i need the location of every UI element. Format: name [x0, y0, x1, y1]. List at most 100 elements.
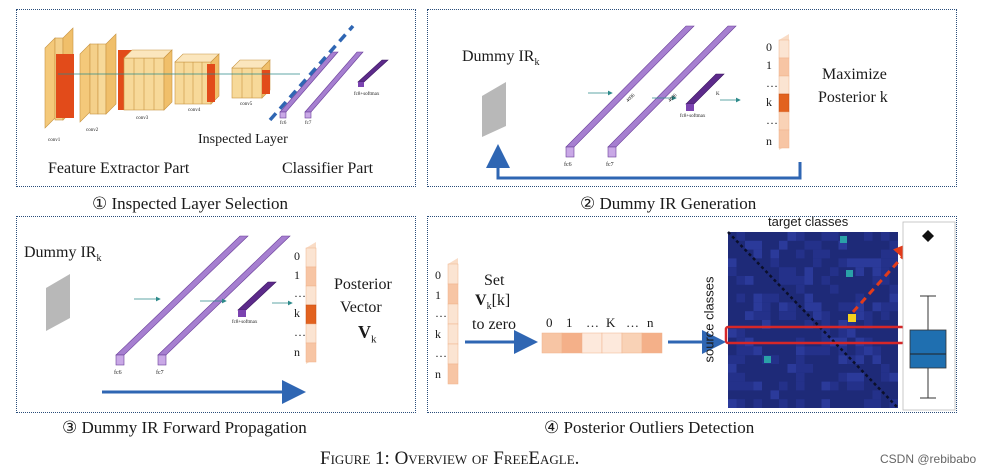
heat-cell	[830, 232, 839, 241]
heat-cell	[864, 232, 873, 241]
panel4-caption: ④ Posterior Outliers Detection	[544, 418, 755, 437]
heat-cell	[872, 355, 881, 364]
heat-cell	[753, 346, 762, 356]
heat-cell	[864, 311, 873, 320]
heat-cell	[753, 249, 762, 259]
heat-cell	[796, 346, 805, 356]
heat-cell	[728, 399, 737, 408]
vec2-label-2: …	[766, 76, 778, 90]
heat-cell	[779, 276, 788, 285]
posterior-heatmap	[724, 231, 906, 409]
heat-cell	[770, 258, 779, 268]
conv1-block	[44, 37, 56, 129]
heat-cell	[728, 364, 737, 373]
heat-cell	[779, 267, 788, 276]
heat-cell	[847, 320, 856, 329]
heat-cell	[881, 258, 890, 268]
heat-cell	[753, 399, 762, 408]
heat-cell	[736, 276, 745, 285]
heat-cell	[745, 311, 754, 320]
heat-cell	[753, 240, 762, 250]
heat-cell	[838, 346, 847, 356]
vec2-label-0: 0	[766, 40, 772, 54]
heat-cell	[889, 399, 898, 408]
vec4-label-1: 1	[435, 288, 441, 302]
row-label-0: 0	[546, 315, 553, 330]
row-label-2: …	[586, 315, 599, 330]
heat-cell	[821, 346, 830, 356]
heat-cell	[728, 267, 737, 276]
fc7-label-3: fc7	[156, 370, 164, 376]
vec3-label-3: k	[294, 306, 300, 320]
heat-cell	[787, 232, 796, 241]
vec3-label-1: 1	[294, 268, 300, 282]
heat-cell	[779, 381, 788, 391]
posterior-vector-panel4	[447, 258, 459, 385]
heat-cell	[855, 258, 864, 268]
heat-cell	[736, 381, 745, 391]
heat-cell	[736, 372, 745, 382]
heat-cell	[821, 320, 830, 329]
heat-cell	[889, 372, 898, 382]
conv3-label: conv3	[136, 116, 149, 121]
dummy-ir-label-3: Dummy IRk	[24, 244, 102, 265]
heat-cell	[830, 381, 839, 391]
outlier-marker	[922, 230, 934, 242]
vec4-label-0: 0	[435, 268, 441, 282]
panel1-caption: ① Inspected Layer Selection	[92, 194, 289, 213]
heat-cell	[821, 232, 830, 241]
heat-cell	[736, 232, 745, 241]
heat-cell	[804, 346, 813, 356]
heat-cell	[745, 346, 754, 356]
inspected-layer-label: Inspected Layer	[198, 132, 288, 147]
fc-layers-panel3	[115, 235, 293, 366]
conv-stack	[44, 27, 300, 129]
heat-cell	[728, 328, 737, 338]
heat-cell	[728, 258, 737, 268]
heat-cell	[855, 372, 864, 382]
heat-cell	[821, 381, 830, 391]
heat-cell	[779, 240, 788, 250]
fc8-label-3: fc8+softmax	[232, 320, 258, 325]
heat-cell	[855, 293, 864, 303]
heat-cell	[796, 355, 805, 364]
box-plot	[902, 221, 956, 411]
heat-cell	[804, 364, 813, 373]
fc6-label-2: fc6	[564, 162, 572, 168]
heat-cell	[753, 302, 762, 312]
panel2-caption: ② Dummy IR Generation	[580, 194, 757, 213]
heat-cell	[745, 240, 754, 250]
heat-cell	[804, 293, 813, 303]
heat-cell	[889, 302, 898, 312]
heat-cell	[872, 267, 881, 276]
conv2-block	[79, 43, 91, 123]
heat-cell	[838, 372, 847, 382]
fc-layers-panel1	[279, 51, 389, 119]
heat-cell	[770, 355, 779, 364]
dim-label-k: K	[716, 92, 720, 97]
heat-cell	[753, 311, 762, 320]
heat-cell	[821, 276, 830, 285]
heat-cell	[855, 346, 864, 356]
posterior-label: Posterior	[334, 276, 392, 293]
heat-cell	[804, 267, 813, 276]
heat-cell	[762, 320, 771, 329]
heat-cell	[745, 276, 754, 285]
heat-cell	[872, 276, 881, 285]
heat-cell	[804, 302, 813, 312]
heat-cell	[847, 328, 856, 338]
watermark: CSDN @rebibabo	[880, 452, 977, 466]
posterior-k-label: Posterior k	[818, 89, 888, 106]
heat-cell	[745, 381, 754, 391]
heat-cell	[813, 346, 822, 356]
heat-cell	[881, 372, 890, 382]
heat-cell	[889, 293, 898, 303]
to-zero-label: to zero	[472, 316, 516, 333]
heat-cell	[872, 399, 881, 408]
dummy-ir-square-3	[46, 274, 70, 331]
conv4-label: conv4	[188, 108, 201, 113]
conv1-label: conv1	[48, 138, 61, 143]
heat-cell	[821, 399, 830, 408]
vec2-label-5: n	[766, 134, 772, 148]
heat-cell	[872, 390, 881, 400]
